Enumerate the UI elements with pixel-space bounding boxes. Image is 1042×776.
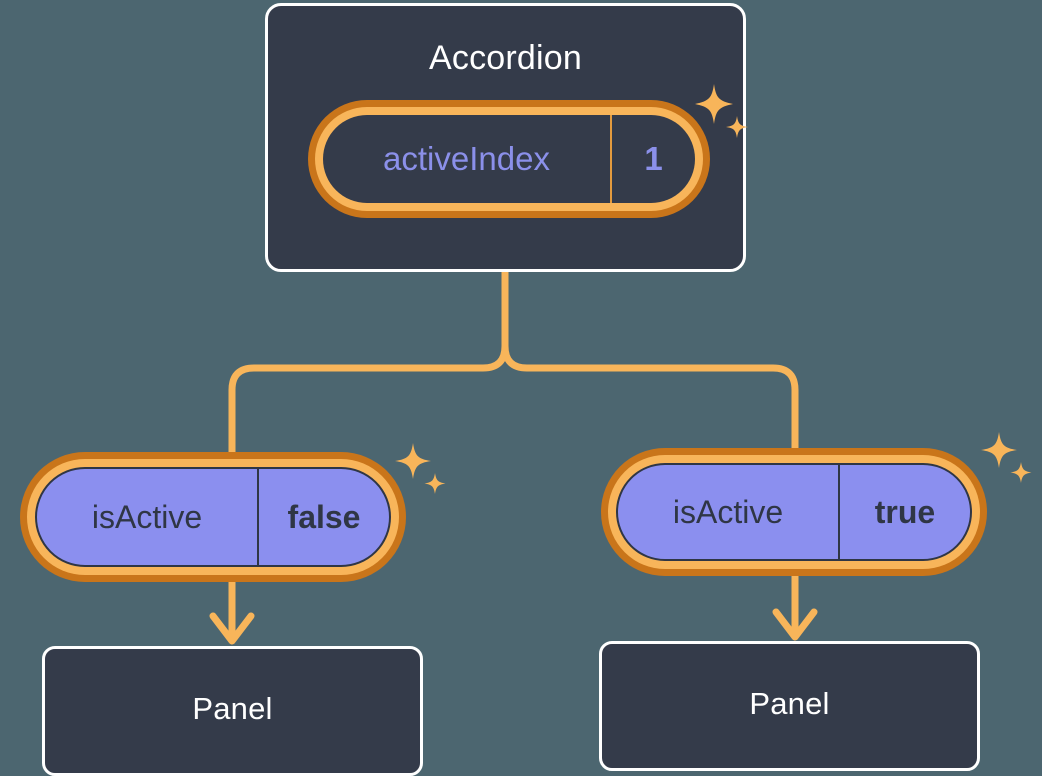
prop-key-activeindex: activeIndex [323,115,612,203]
prop-key-isactive-left: isActive [37,469,259,565]
prop-pill-ring: isActive false [27,459,399,575]
prop-key-isactive-right: isActive [618,465,840,559]
connector-right-arrow-head [772,608,818,641]
prop-pill-body: isActive true [616,463,972,561]
sparkle-icon [981,432,1032,483]
prop-pill-body: isActive false [35,467,391,567]
panel-node-right[interactable]: Panel [599,641,980,771]
panel-node-right-label: Panel [749,686,830,721]
connector-root-split [228,268,509,460]
prop-value-isactive-right: true [874,493,936,530]
prop-pill-ring: activeIndex 1 [315,107,703,211]
prop-value-activeindex: 1 [644,140,663,177]
prop-value-isactive-left: false [287,498,361,535]
prop-pill-isactive-left[interactable]: isActive false [20,452,406,582]
prop-pill-isactive-right[interactable]: isActive true [601,448,987,576]
connector-left-arrow-head [209,612,255,645]
panel-node-left[interactable]: Panel [42,646,423,776]
connector-root-split-right [501,268,799,456]
accordion-node-label: Accordion [429,39,582,77]
panel-node-left-label: Panel [192,691,273,726]
prop-pill-activeindex[interactable]: activeIndex 1 [308,100,710,218]
prop-pill-body: activeIndex 1 [323,115,695,203]
prop-pill-ring: isActive true [608,455,980,569]
